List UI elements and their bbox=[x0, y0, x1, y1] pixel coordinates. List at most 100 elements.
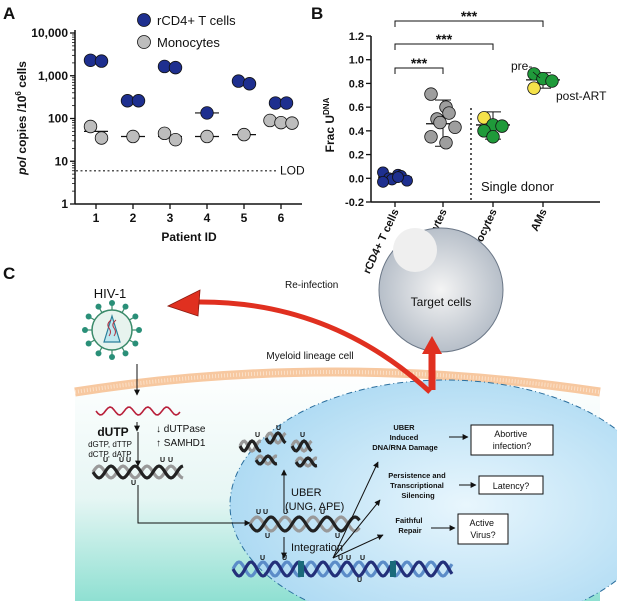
b-point bbox=[527, 81, 541, 95]
legend-marker-mono bbox=[137, 35, 151, 49]
a-point-mono bbox=[83, 119, 98, 134]
dntp-label-2: dCTP, dATP bbox=[88, 450, 131, 459]
hiv-label: HIV-1 bbox=[94, 286, 127, 301]
sig-bracket-2 bbox=[394, 43, 494, 50]
sig-bracket-1 bbox=[394, 67, 444, 74]
b-y-tick-label: 0.6 bbox=[349, 102, 364, 114]
sig-label-2: *** bbox=[436, 31, 453, 47]
post-art-label: post-ART bbox=[556, 89, 607, 103]
virus-spike-head bbox=[95, 303, 102, 310]
uracil-label: U bbox=[260, 555, 265, 562]
b-point bbox=[424, 130, 438, 144]
active-text: Active Virus? bbox=[469, 518, 496, 540]
uracil-label: U bbox=[263, 509, 268, 516]
panel-label-a: A bbox=[3, 4, 15, 23]
target-cells-label: Target cells bbox=[411, 295, 472, 309]
cytoplasmic-dna-helix bbox=[91, 464, 184, 480]
a-point-mono bbox=[263, 113, 277, 128]
a-y-tick-label: 1,000 bbox=[38, 69, 68, 83]
latency-box bbox=[478, 475, 544, 495]
a-point-mono bbox=[200, 129, 214, 144]
b-y-tick-label: 0.0 bbox=[349, 173, 364, 185]
reinfection-arrow bbox=[194, 299, 432, 394]
sig-label-3: *** bbox=[461, 8, 478, 24]
b-point bbox=[377, 175, 389, 188]
persistence-text: Persistence and Transcriptional Silencin… bbox=[388, 471, 448, 500]
a-point-mono bbox=[168, 132, 183, 147]
b-point bbox=[442, 106, 456, 120]
samhd1-label: ↑ SAMHD1 bbox=[156, 438, 206, 449]
a-point-mono bbox=[126, 129, 140, 144]
uracil-label: U bbox=[256, 509, 261, 516]
a-y-tick-label: 10 bbox=[55, 154, 69, 168]
repair-text: Faithful Repair bbox=[395, 516, 424, 535]
dna-to-nucleus-arrow bbox=[137, 485, 251, 526]
a-point-rcd4 bbox=[131, 94, 146, 108]
legend-label-rcd4: rCD4+ T cells bbox=[157, 13, 236, 28]
fan-arrow-repair bbox=[332, 534, 384, 559]
a-point-rcd4 bbox=[94, 54, 109, 68]
uracil-label: U bbox=[282, 555, 287, 562]
uracil-label: U bbox=[265, 533, 270, 540]
a-point-mono bbox=[285, 116, 299, 130]
pre-art-label: pre- bbox=[511, 59, 532, 73]
myeloid-label: Myeloid lineage cell bbox=[266, 351, 353, 362]
uracil-label: U bbox=[338, 555, 343, 562]
uracil-label: U bbox=[335, 533, 340, 540]
latency-text: Latency? bbox=[493, 481, 530, 491]
panel-label-c: C bbox=[3, 264, 15, 283]
virus-spike-head bbox=[136, 327, 142, 333]
ltr-block bbox=[390, 561, 396, 577]
uracil-label: U bbox=[360, 555, 365, 562]
a-x-tick-label: 3 bbox=[167, 211, 174, 225]
nuclear-dna-helix bbox=[248, 515, 361, 533]
cytoplasmic-dna-helix bbox=[91, 464, 184, 480]
legend-label-mono: Monocytes bbox=[157, 35, 220, 50]
uracil-label: U bbox=[168, 457, 173, 464]
b-point bbox=[424, 87, 438, 101]
uracil-label: U bbox=[255, 432, 260, 439]
reinfection-label: Re-infection bbox=[285, 280, 338, 291]
dutpase-label: ↓ dUTPase bbox=[156, 424, 206, 435]
integrated-provirus-helix bbox=[231, 560, 454, 578]
a-x-tick-label: 5 bbox=[241, 211, 248, 225]
b-y-tick-label: 0.4 bbox=[349, 126, 365, 138]
fan-arrow-persistence bbox=[332, 499, 381, 559]
abortive-box bbox=[470, 424, 554, 456]
uracil-label: U bbox=[300, 432, 305, 439]
a-x-tick-label: 4 bbox=[204, 211, 211, 225]
uracil-label: U bbox=[346, 555, 351, 562]
virus-spike-head bbox=[109, 300, 115, 306]
uracil-label: U bbox=[131, 480, 136, 487]
b-y-tick-label: -0.2 bbox=[345, 197, 364, 209]
damage-text: UBER Induced DNA/RNA Damage bbox=[372, 423, 438, 452]
pre-art-pointer bbox=[532, 71, 541, 79]
uracil-label: U bbox=[160, 457, 165, 464]
fan-arrow-damage bbox=[332, 461, 379, 559]
a-point-rcd4 bbox=[231, 74, 246, 88]
b-x-tick-label: AMs bbox=[529, 207, 550, 233]
virus-spike-head bbox=[95, 350, 102, 357]
virus-spike-head bbox=[109, 354, 115, 360]
virus-spike-head bbox=[132, 313, 139, 320]
b-point bbox=[448, 120, 462, 135]
viral-rna bbox=[95, 406, 181, 416]
a-x-label: Patient ID bbox=[161, 230, 217, 244]
fragmented-dna bbox=[264, 431, 287, 445]
b-y-tick-label: 0.2 bbox=[349, 150, 364, 162]
a-y-tick-label: 10,000 bbox=[31, 26, 68, 40]
uracil-label: U bbox=[283, 509, 288, 516]
a-point-mono bbox=[157, 126, 172, 141]
uber-label: UBER bbox=[291, 487, 322, 499]
virus-spike-head bbox=[85, 340, 92, 347]
dutp-label: dUTP bbox=[97, 425, 128, 439]
uracil-label: U bbox=[119, 457, 124, 464]
b-y-tick-label: 1.0 bbox=[349, 55, 364, 67]
dntp-label-1: dGTP, dTTP bbox=[88, 440, 132, 449]
fragmented-dna bbox=[238, 439, 262, 453]
a-y-tick-label: 1 bbox=[61, 197, 68, 211]
b-point bbox=[495, 119, 509, 133]
integration-label: Integration bbox=[291, 542, 343, 554]
reinfection-arrow-head bbox=[166, 289, 201, 317]
